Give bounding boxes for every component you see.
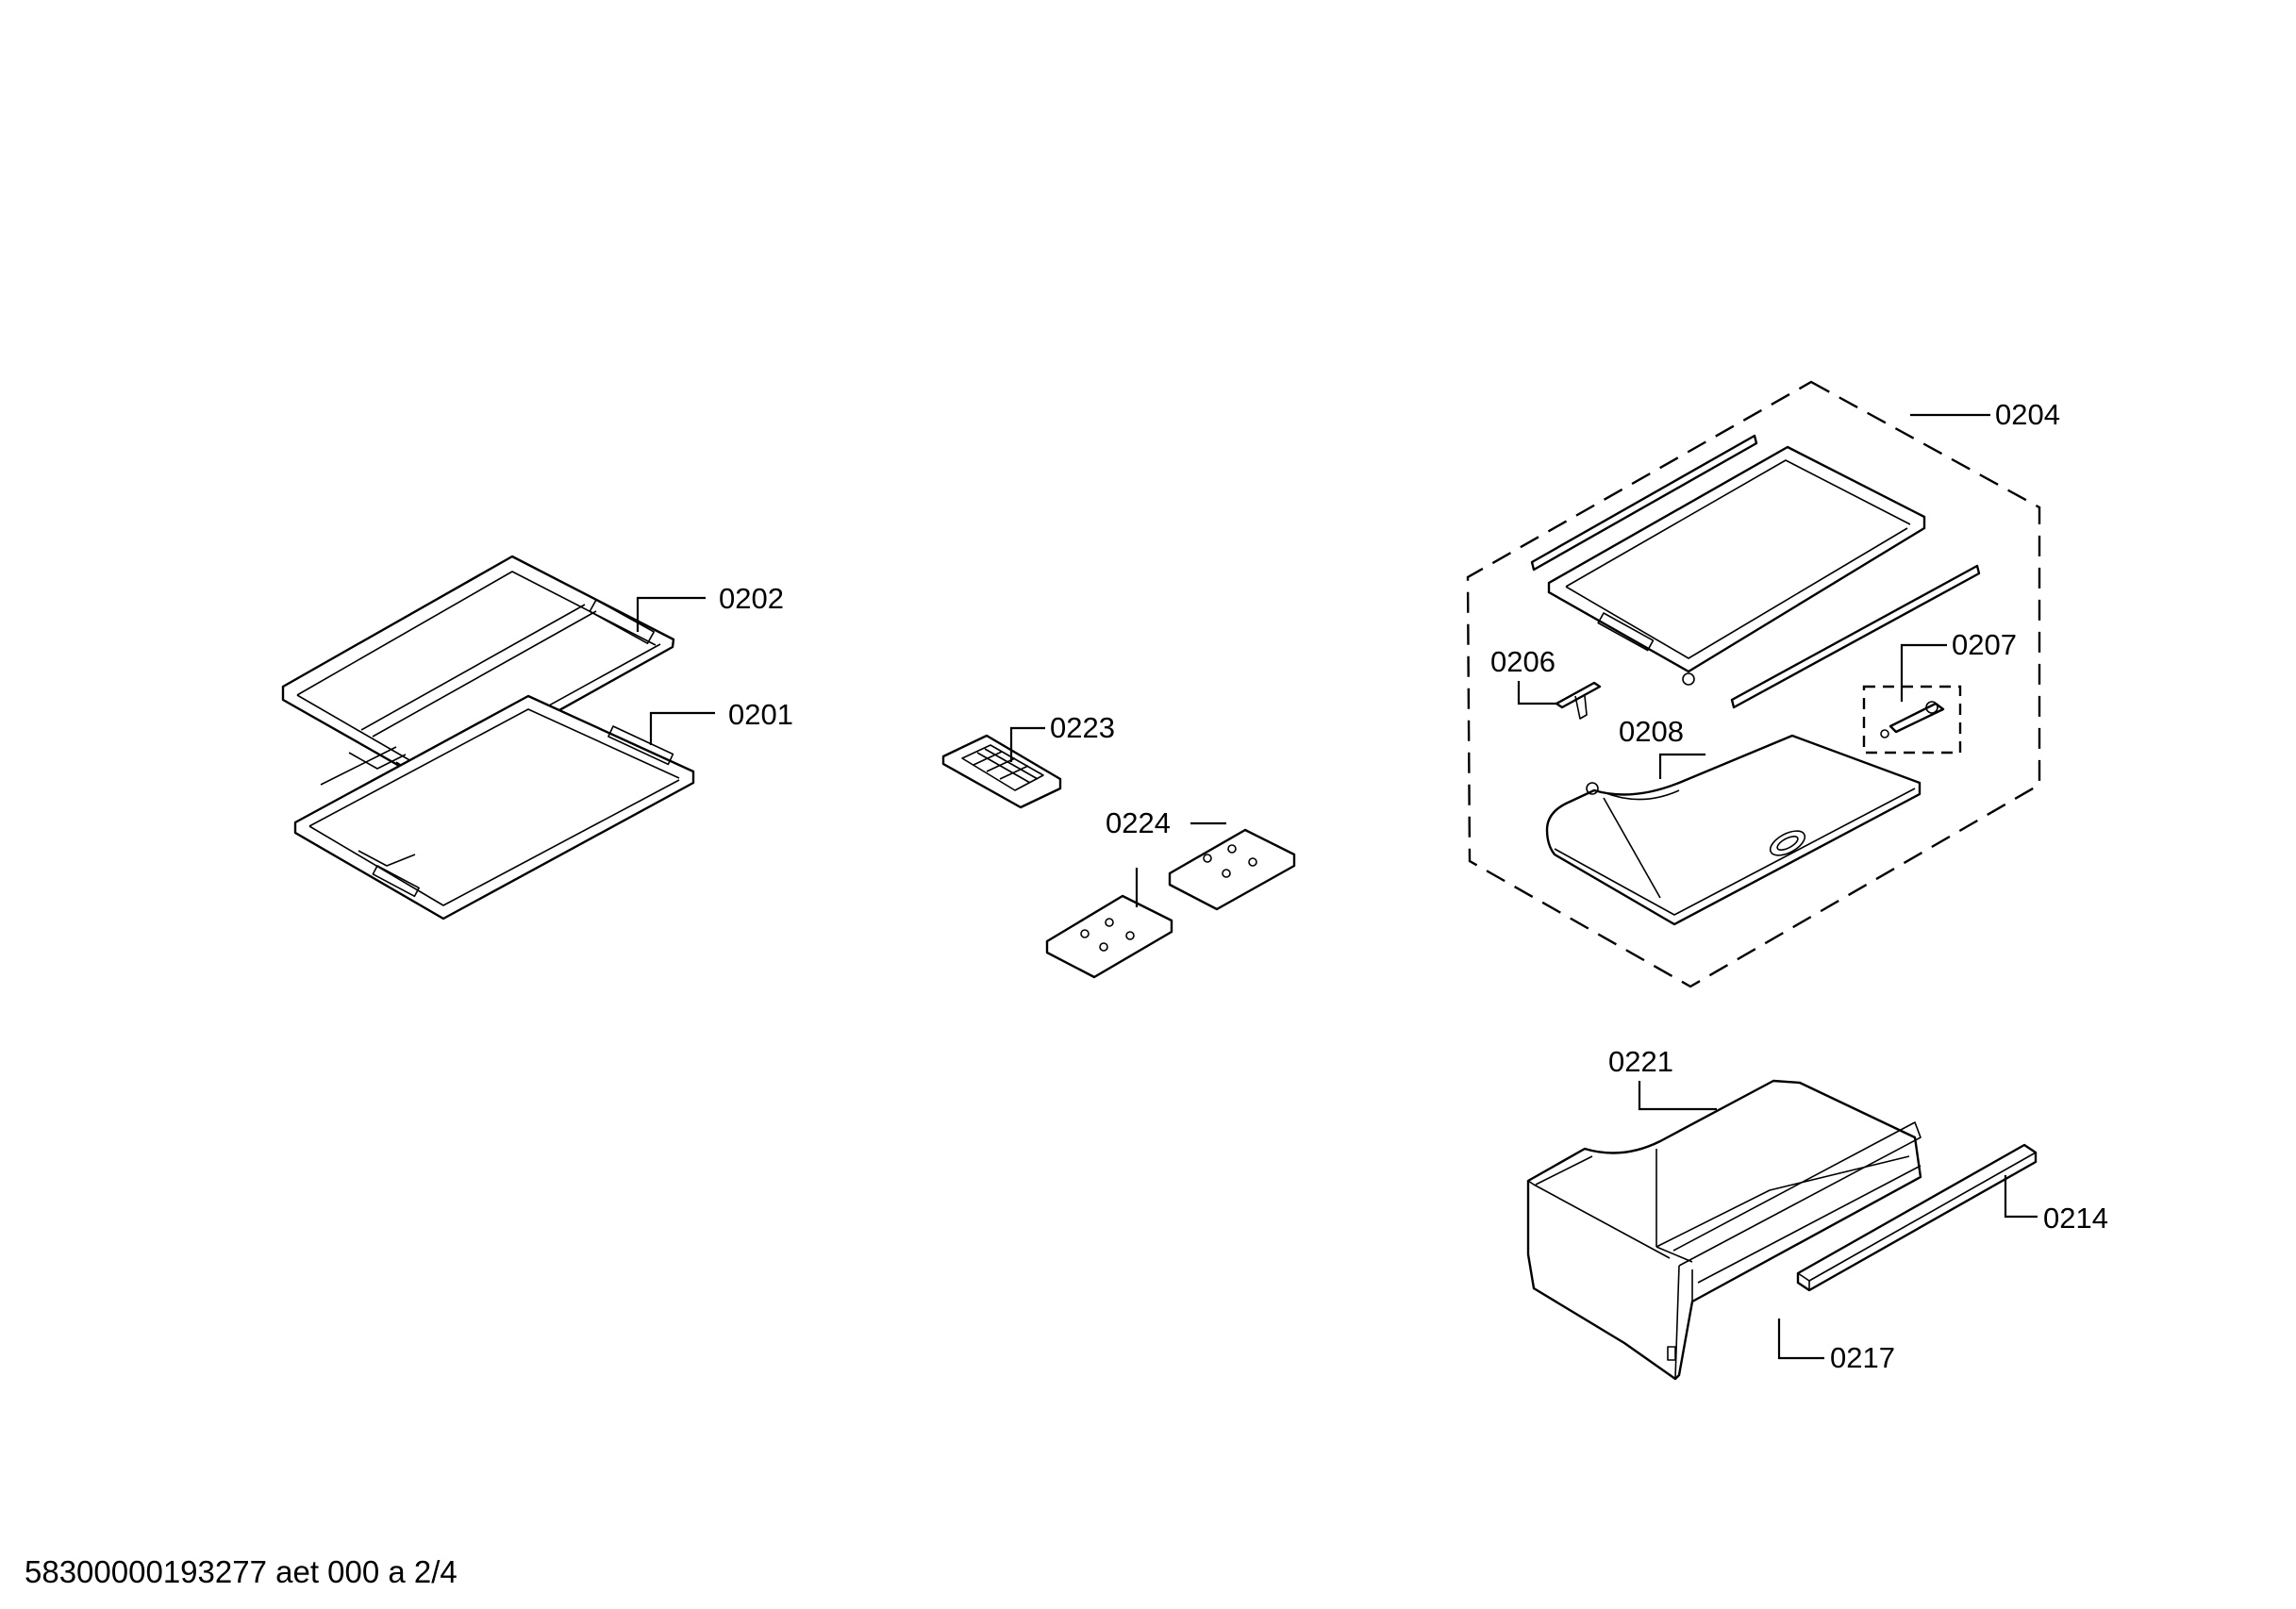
leader-0202 <box>636 596 706 632</box>
leader-0223 <box>1009 726 1045 762</box>
leader-0201 <box>649 711 715 745</box>
label-0207: 0207 <box>1952 628 2017 661</box>
leader-0214 <box>2004 1175 2038 1219</box>
label-0223: 0223 <box>1050 711 1115 744</box>
part-0221-drawer[interactable] <box>1526 1079 1922 1381</box>
part-0207-pin[interactable] <box>1880 701 1945 738</box>
leader-0208 <box>1658 753 1705 779</box>
label-0202: 0202 <box>719 582 784 615</box>
label-0201: 0201 <box>728 698 793 731</box>
leader-0206 <box>1517 681 1556 705</box>
assembly-0204-boundary <box>1466 380 2041 988</box>
part-0224-cooling-pack-left[interactable] <box>1045 894 1173 979</box>
document-id-footer: 58300000193277 aet 000 a 2/4 <box>25 1554 458 1589</box>
part-0206-clip[interactable] <box>1555 681 1602 720</box>
leader-0217 <box>1777 1319 1824 1360</box>
part-0201-frame-shelf[interactable] <box>293 694 695 921</box>
part-0223-ice-tray[interactable] <box>941 734 1062 809</box>
label-0208: 0208 <box>1619 715 1684 748</box>
part-0204-shelf-frame[interactable] <box>1530 434 1981 709</box>
label-0217: 0217 <box>1830 1341 1895 1374</box>
label-0204: 0204 <box>1995 398 2060 431</box>
part-0202-glass-shelf[interactable] <box>281 555 675 785</box>
part-0208-cover[interactable] <box>1545 734 1922 926</box>
label-0206: 0206 <box>1490 645 1556 678</box>
label-0221: 0221 <box>1608 1045 1673 1078</box>
label-0214: 0214 <box>2043 1202 2108 1235</box>
leader-0207 <box>1900 643 1947 702</box>
part-0207-group-box <box>1862 685 1962 755</box>
leader-0221 <box>1638 1081 1717 1111</box>
label-0224: 0224 <box>1106 806 1171 839</box>
part-0214-rail[interactable] <box>1796 1143 2038 1292</box>
part-0224-cooling-pack-right[interactable] <box>1168 828 1296 911</box>
